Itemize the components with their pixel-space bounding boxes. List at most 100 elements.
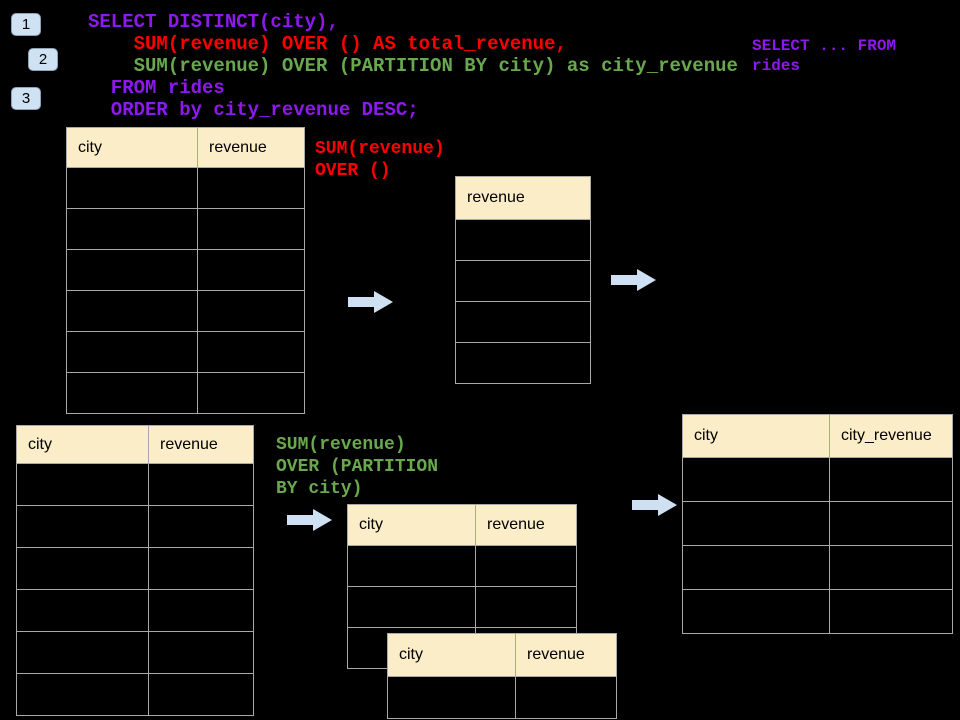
- table-row: [66, 167, 305, 209]
- table-row: [682, 457, 953, 502]
- sql-line-sum-over-all: SUM(revenue) OVER () AS total_revenue,: [88, 33, 567, 55]
- table-cell-empty: [829, 457, 953, 502]
- table-cell-empty: [16, 547, 149, 590]
- sql-line-sum-partition: SUM(revenue) OVER (PARTITION BY city) as…: [88, 55, 738, 77]
- table-cell-empty: [475, 586, 577, 628]
- table-row: [66, 208, 305, 250]
- column-header-city: city: [16, 425, 149, 464]
- table-header-row: city revenue: [66, 127, 305, 168]
- annotation-line: OVER (PARTITION: [276, 457, 439, 477]
- column-header-revenue: revenue: [515, 633, 617, 677]
- table-cell-empty: [455, 260, 591, 302]
- table-row: [66, 290, 305, 332]
- side-note-line-2: rides: [752, 57, 801, 75]
- table-cell-empty: [197, 249, 305, 291]
- table-rides-source-top: city revenue: [66, 127, 305, 414]
- annotation-sum-partition: SUM(revenue) OVER (PARTITION BY city): [276, 434, 438, 500]
- table-row: [455, 342, 591, 384]
- table-row: [455, 260, 591, 302]
- table-cell-empty: [515, 676, 617, 719]
- right-arrow-icon: [611, 269, 656, 291]
- right-arrow-icon: [632, 494, 677, 516]
- table-header-row: city revenue: [347, 504, 577, 546]
- column-header-city: city: [682, 414, 830, 458]
- table-cell-empty: [682, 589, 830, 634]
- column-header-revenue: revenue: [475, 504, 577, 546]
- table-header-row: city revenue: [16, 425, 254, 464]
- table-row: [66, 331, 305, 373]
- table-row: [347, 586, 577, 628]
- step-badge-2: 2: [28, 48, 58, 71]
- table-row: [347, 545, 577, 587]
- table-header-row: revenue: [455, 176, 591, 220]
- table-cell-empty: [197, 372, 305, 414]
- table-row: [455, 219, 591, 261]
- annotation-sum-over-all: SUM(revenue) OVER (): [315, 138, 445, 182]
- table-total-revenue-result: revenue: [455, 176, 591, 384]
- table-cell-empty: [347, 586, 476, 628]
- table-cell-empty: [829, 589, 953, 634]
- annotation-line: OVER (): [315, 161, 391, 181]
- table-cell-empty: [148, 505, 254, 548]
- sql-line-order-by: ORDER by city_revenue DESC;: [88, 99, 419, 121]
- column-header-city: city: [347, 504, 476, 546]
- table-cell-empty: [66, 208, 198, 250]
- table-cell-empty: [66, 167, 198, 209]
- table-cell-empty: [66, 372, 198, 414]
- table-cell-empty: [197, 167, 305, 209]
- table-row: [455, 301, 591, 343]
- table-row: [16, 631, 254, 674]
- annotation-line: SUM(revenue): [315, 139, 445, 159]
- table-rides-source-bottom: city revenue: [16, 425, 254, 716]
- step-badge-1: 1: [11, 13, 41, 36]
- table-row: [16, 463, 254, 506]
- table-cell-empty: [66, 290, 198, 332]
- table-row: [66, 372, 305, 414]
- column-header-revenue: revenue: [455, 176, 591, 220]
- table-cell-empty: [455, 301, 591, 343]
- column-header-city: city: [387, 633, 516, 677]
- table-cell-empty: [148, 463, 254, 506]
- table-cell-empty: [16, 631, 149, 674]
- annotation-line: BY city): [276, 479, 363, 499]
- table-cell-empty: [16, 505, 149, 548]
- table-cell-empty: [682, 457, 830, 502]
- column-header-city-revenue: city_revenue: [829, 414, 953, 458]
- table-cell-empty: [197, 290, 305, 332]
- table-cell-empty: [682, 501, 830, 546]
- sql-side-note: SELECT ... FROM rides: [752, 36, 896, 76]
- sql-line-from: FROM rides: [88, 77, 225, 99]
- table-cell-empty: [347, 545, 476, 587]
- table-cell-empty: [197, 208, 305, 250]
- annotation-line: SUM(revenue): [276, 435, 406, 455]
- table-cell-empty: [475, 545, 577, 587]
- table-cell-empty: [148, 631, 254, 674]
- table-cell-empty: [148, 547, 254, 590]
- table-city-revenue-result: city city_revenue: [682, 414, 953, 634]
- table-header-row: city revenue: [387, 633, 617, 677]
- right-arrow-icon: [287, 509, 332, 531]
- table-cell-empty: [148, 673, 254, 716]
- table-cell-empty: [829, 545, 953, 590]
- table-row: [16, 547, 254, 590]
- table-cell-empty: [829, 501, 953, 546]
- table-cell-empty: [66, 331, 198, 373]
- table-header-row: city city_revenue: [682, 414, 953, 458]
- table-cell-empty: [16, 463, 149, 506]
- table-partition-group-b: city revenue: [387, 633, 617, 719]
- table-row: [682, 501, 953, 546]
- side-note-line-1: SELECT ... FROM: [752, 37, 897, 55]
- table-cell-empty: [16, 589, 149, 632]
- table-cell-empty: [387, 676, 516, 719]
- table-row: [16, 505, 254, 548]
- table-row: [16, 673, 254, 716]
- sql-line-select: SELECT DISTINCT(city),: [88, 11, 339, 33]
- right-arrow-icon: [348, 291, 393, 313]
- column-header-city: city: [66, 127, 198, 168]
- table-cell-empty: [148, 589, 254, 632]
- table-cell-empty: [455, 342, 591, 384]
- step-badge-3: 3: [11, 87, 41, 110]
- table-cell-empty: [682, 545, 830, 590]
- table-row: [682, 545, 953, 590]
- sql-query-code: SELECT DISTINCT(city), SUM(revenue) OVER…: [88, 11, 738, 121]
